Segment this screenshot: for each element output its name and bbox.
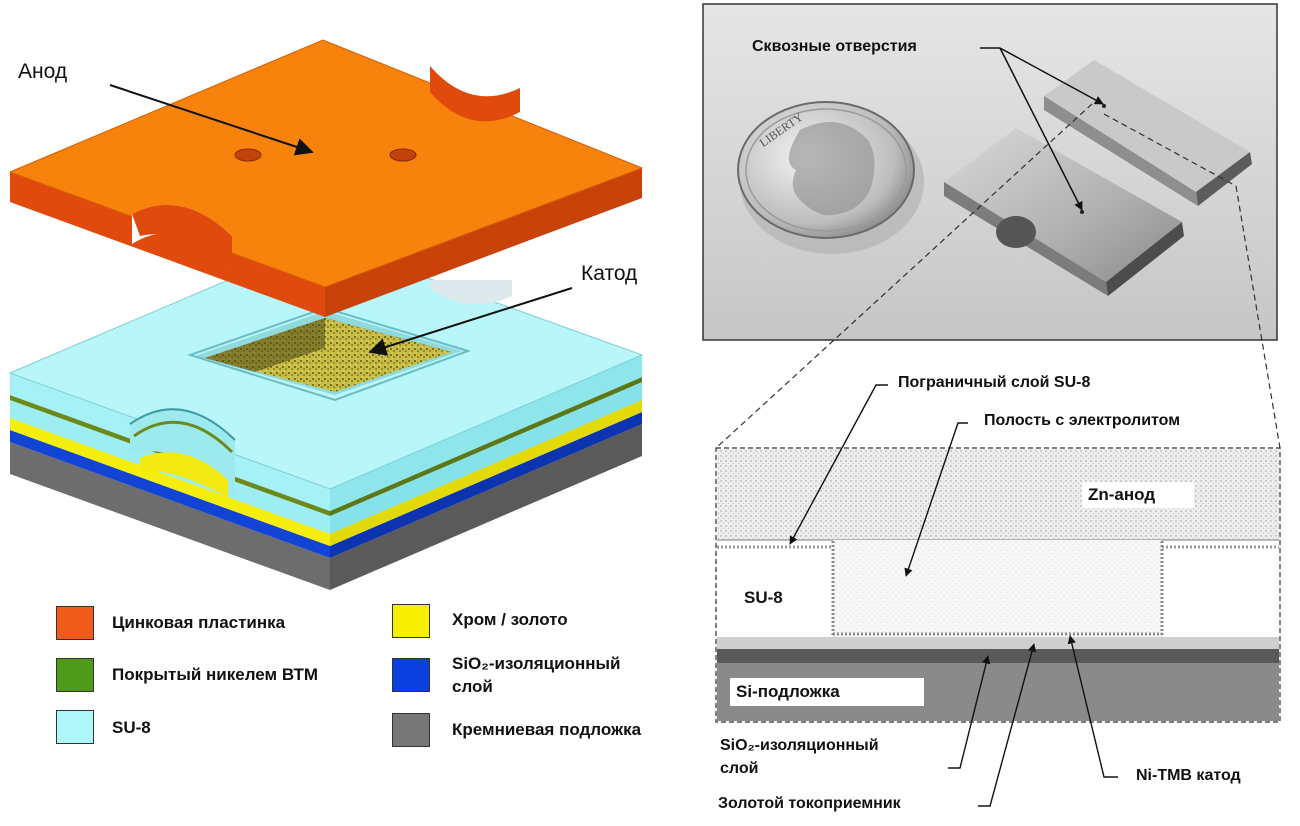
legend-label-zinc: Цинковая пластинка — [112, 613, 286, 632]
through-holes-arrow-2 — [999, 47, 1104, 105]
through-hole-1 — [234, 148, 262, 162]
coin-portrait — [788, 122, 875, 216]
zinc-plate-side-left — [10, 172, 325, 317]
su8-boundary-leader — [789, 384, 888, 545]
gold-collector-label: Золотой токоприемник — [718, 795, 901, 812]
notch-cutout-top — [130, 407, 235, 498]
battery-piece-front-side — [1106, 222, 1184, 296]
gold-collector-leader — [978, 643, 1037, 807]
silicon-substrate-side-right — [330, 424, 642, 590]
cathode-window-rim — [186, 306, 472, 402]
notch-gold-floor — [140, 452, 228, 498]
notch-rim — [129, 408, 236, 441]
battery-piece-front-top — [944, 128, 1182, 282]
su8-label: SU-8 — [738, 588, 789, 608]
notch-back-right — [430, 280, 512, 305]
electrolyte-cavity-label: Полость с электролитом — [984, 412, 1181, 429]
zinc-plate-top — [8, 39, 644, 288]
cavity-leader — [904, 422, 968, 577]
sio2-insulation-layer — [717, 649, 1279, 663]
gold-layer-right — [330, 400, 642, 546]
legend-swatch-gold — [392, 604, 430, 638]
zoom-line-left — [715, 103, 1093, 449]
cathode-arrow — [368, 287, 573, 356]
cathode-nickel-surface — [205, 318, 452, 392]
sio2-layer-left — [10, 430, 330, 558]
cathode-label: Катод — [581, 262, 638, 285]
battery-piece-back-side — [1196, 152, 1252, 206]
legend-swatch-nickel — [56, 658, 94, 692]
battery-piece-notch — [996, 216, 1036, 248]
sio2-layer-right — [330, 412, 642, 558]
dime-coin-rim — [745, 108, 907, 232]
through-holes-arrow-1 — [999, 47, 1083, 211]
zinc-cutout-back-wall — [430, 66, 520, 122]
su8-right-block — [1162, 545, 1279, 637]
zinc-cutout-back — [430, 60, 520, 97]
photo-hole-2 — [1102, 104, 1106, 108]
photo-hole-1 — [1080, 210, 1084, 214]
si-substrate-label: Si-подложка — [730, 678, 924, 706]
legend-swatch-sio2 — [392, 658, 430, 692]
photo-panel: LIBERTY — [702, 3, 1278, 341]
su8-lower-right — [330, 382, 642, 534]
legend-label-sio2-line2: слой — [452, 677, 493, 696]
zoom-line-right-2 — [1235, 185, 1281, 449]
legend-swatch-zinc — [56, 606, 94, 640]
zoom-line-right — [1103, 113, 1237, 187]
battery-piece-back-front — [1044, 96, 1198, 206]
cathode-shadow — [205, 318, 325, 372]
sio2-leader — [948, 655, 991, 769]
zn-anode-layer — [717, 449, 1279, 540]
sio2-label-line2: слой — [720, 760, 759, 777]
notch-inner-green — [133, 420, 234, 454]
legend-label-sio2-line1: SiO₂-изоляционный — [452, 654, 621, 673]
anode-arrow — [109, 84, 314, 156]
electrolyte-cavity — [833, 540, 1162, 637]
legend-label-nickel: Покрытый никелем ВТМ — [112, 665, 318, 684]
battery-piece-back-top — [1044, 60, 1250, 192]
silicon-substrate-side-left — [10, 442, 330, 590]
ni-tmb-cathode-label: Ni-TMB катод — [1136, 767, 1241, 784]
zn-anode-label: Zn-анод — [1082, 482, 1194, 508]
sio2-label-line1: SiO₂-изоляционный — [720, 737, 879, 754]
legend-label-su8: SU-8 — [112, 718, 151, 737]
anode-label: Анод — [18, 60, 68, 83]
su8-upper-right — [330, 355, 642, 511]
nickel-line-right — [330, 377, 642, 516]
legend-label-gold: Хром / золото — [452, 610, 568, 629]
ni-tmb-leader — [1067, 635, 1118, 778]
legend-swatch-su8 — [56, 710, 94, 744]
gold-collector-layer — [717, 637, 1279, 649]
battery-3d-illustration — [8, 39, 644, 590]
through-holes-label: Сквозные отверстия — [752, 38, 917, 55]
su8-boundary-label: Пограничный слой SU-8 — [898, 374, 1091, 391]
legend-swatch-silicon — [392, 713, 430, 747]
legend-label-silicon: Кремниевая подложка — [452, 720, 642, 739]
zinc-cutout-inner — [132, 204, 232, 266]
through-hole-2 — [389, 148, 417, 162]
zinc-plate-side-right — [325, 168, 642, 317]
gold-layer-left — [10, 418, 330, 546]
